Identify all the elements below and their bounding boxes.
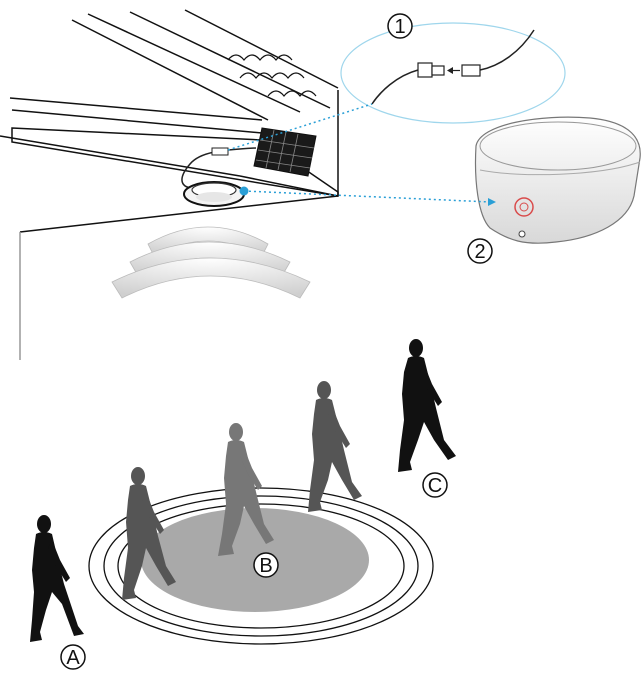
position-c-label: C bbox=[428, 475, 442, 497]
person-silhouette-c bbox=[398, 339, 456, 472]
sensor-small-hole bbox=[519, 231, 525, 237]
person-silhouette-right-zone bbox=[308, 381, 362, 512]
ceiling-sensor bbox=[184, 182, 244, 206]
callout-1-marker: 1 bbox=[388, 14, 412, 38]
detection-waves bbox=[112, 227, 310, 298]
sensor-closeup bbox=[476, 117, 641, 243]
callout-2-label: 2 bbox=[474, 241, 485, 263]
callout-2-marker: 2 bbox=[468, 239, 492, 263]
position-a-marker: A bbox=[61, 645, 85, 669]
person-silhouette-a bbox=[30, 515, 84, 642]
position-a-label: A bbox=[66, 647, 80, 669]
callout-1-label: 1 bbox=[394, 16, 405, 38]
cable-plug bbox=[212, 148, 228, 155]
sensor-highlight-dot bbox=[240, 187, 249, 196]
position-c-marker: C bbox=[423, 473, 447, 497]
building-eave bbox=[0, 10, 338, 360]
position-b-label: B bbox=[259, 555, 272, 577]
sensor-leader-line bbox=[244, 191, 490, 202]
connector-callout bbox=[341, 23, 565, 123]
position-b-marker: B bbox=[254, 553, 278, 577]
